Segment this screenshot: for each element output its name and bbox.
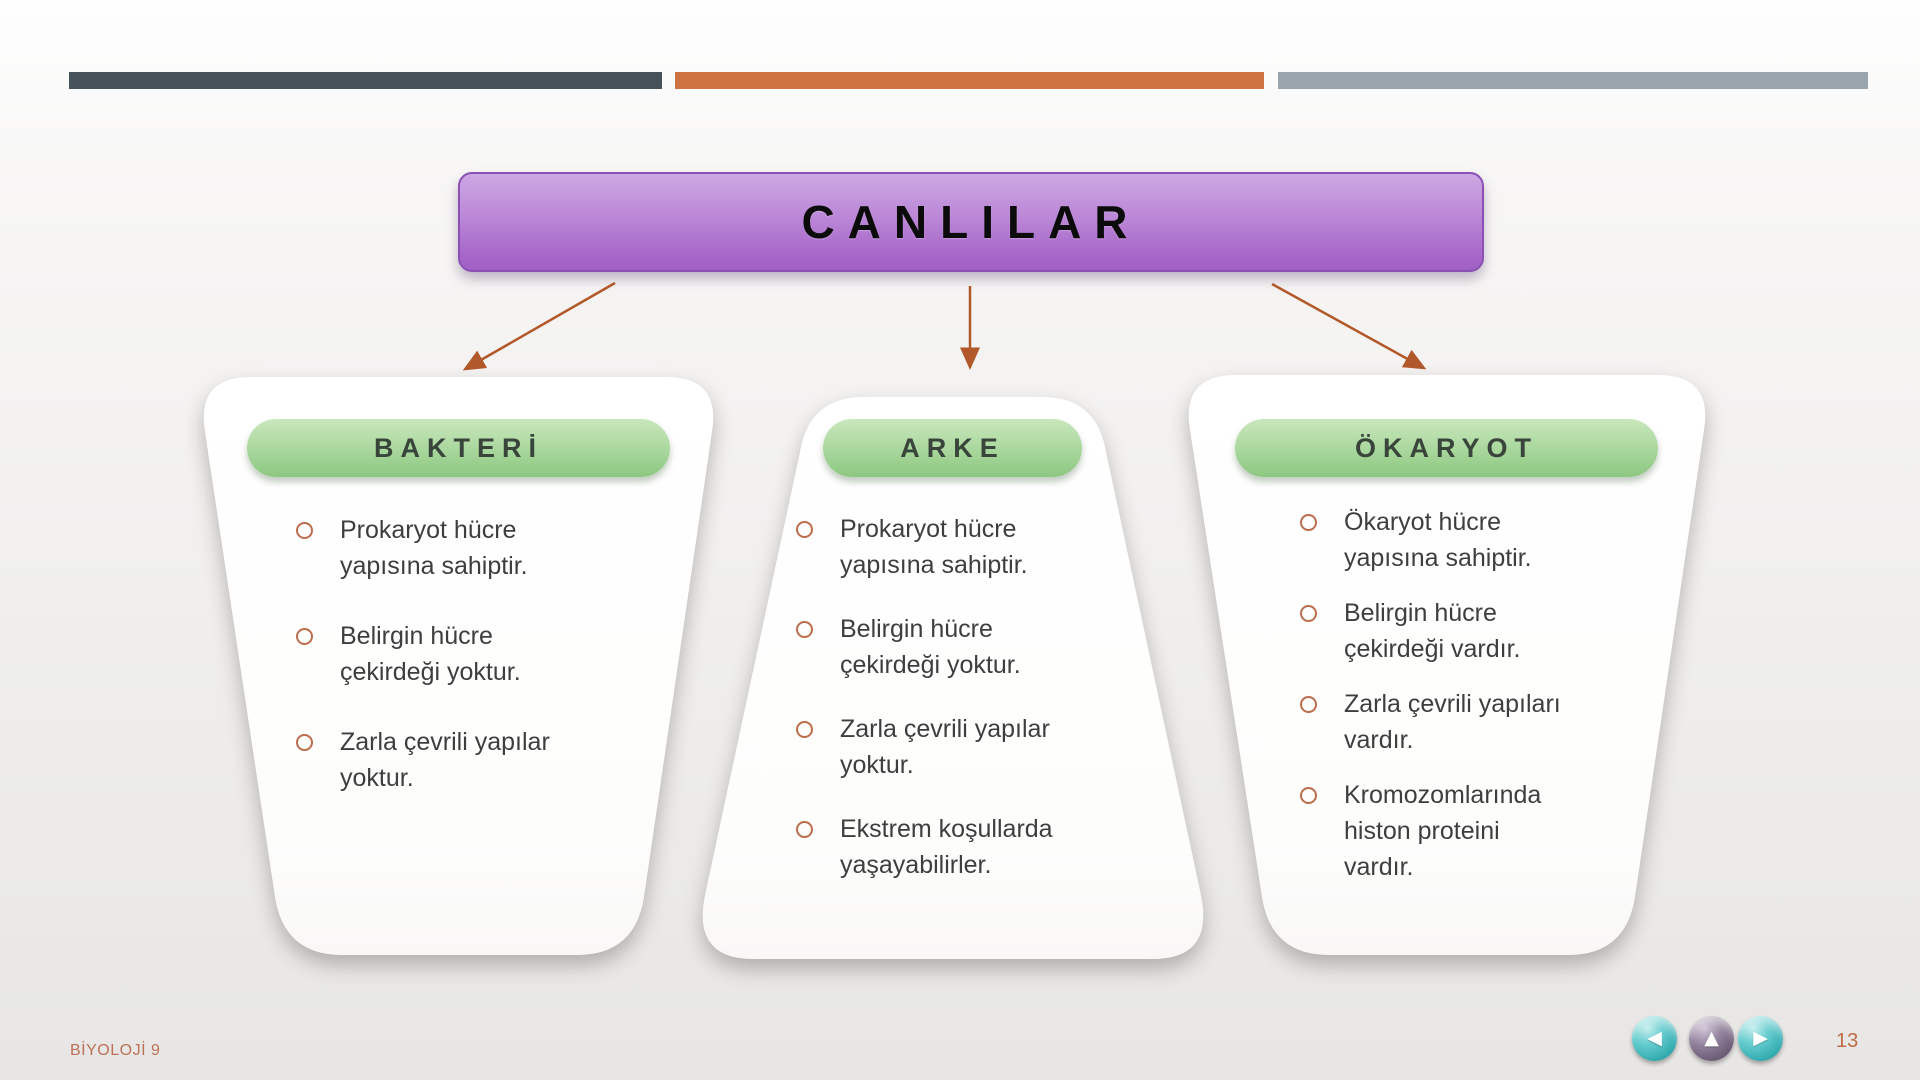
previous-slide-button[interactable]: ◀ — [1632, 1016, 1677, 1061]
card-header-arke: ARKE — [823, 419, 1082, 477]
circle-bullet-icon — [296, 628, 313, 645]
bullet-text: Zarla çevrili yapılar yoktur. — [340, 728, 550, 792]
card-shape-arke — [702, 397, 1204, 959]
circle-bullet-icon — [796, 721, 813, 738]
card-header-bakteri: BAKTERİ — [247, 419, 670, 477]
circle-bullet-icon — [1300, 514, 1317, 531]
circle-bullet-icon — [1300, 605, 1317, 622]
up-arrow-icon: ▲ — [1704, 1027, 1719, 1049]
bullet-text: Zarla çevrili yapıları vardır. — [1344, 690, 1561, 754]
bullet-text: Ökaryot hücre yapısına sahiptir. — [1344, 508, 1532, 572]
circle-bullet-icon — [796, 821, 813, 838]
list-item: Ekstrem koşullarda yaşayabilirler. — [796, 811, 1106, 883]
list-item: Kromozomlarında histon proteini vardır. — [1300, 777, 1620, 885]
circle-bullet-icon — [296, 522, 313, 539]
card-shape-bakteri — [203, 377, 714, 955]
page-title: CANLILAR — [801, 196, 1141, 248]
bullet-text: Prokaryot hücre yapısına sahiptir. — [340, 516, 528, 580]
bullet-list-bakteri: Prokaryot hücre yapısına sahiptir. Belir… — [296, 512, 606, 796]
bullet-list-arke: Prokaryot hücre yapısına sahiptir. Belir… — [796, 511, 1106, 883]
card-header-label: ARKE — [900, 432, 1005, 463]
card-header-label: BAKTERİ — [374, 432, 543, 463]
bullet-text: Belirgin hücre çekirdeği yoktur. — [340, 622, 521, 686]
top-bar-dark — [69, 72, 662, 89]
bullet-text: Zarla çevrili yapılar yoktur. — [840, 715, 1050, 779]
top-bar-orange — [675, 72, 1264, 89]
bullet-text: Prokaryot hücre yapısına sahiptir. — [840, 515, 1028, 579]
list-item: Belirgin hücre çekirdeği yoktur. — [296, 618, 606, 690]
previous-arrow-icon: ◀ — [1647, 1027, 1662, 1049]
bullet-text: Belirgin hücre çekirdeği vardır. — [1344, 599, 1521, 663]
arrow-to-bakteri — [462, 281, 616, 371]
top-bar-gray — [1278, 72, 1868, 89]
circle-bullet-icon — [796, 621, 813, 638]
card-header-label: ÖKARYOT — [1355, 432, 1538, 463]
circle-bullet-icon — [1300, 696, 1317, 713]
next-arrow-icon: ▶ — [1753, 1027, 1768, 1049]
next-slide-button[interactable]: ▶ — [1738, 1016, 1783, 1061]
home-slide-button[interactable]: ▲ — [1689, 1016, 1734, 1061]
card-header-okaryot: ÖKARYOT — [1235, 419, 1658, 477]
list-item: Zarla çevrili yapılar yoktur. — [296, 724, 606, 796]
list-item: Ökaryot hücre yapısına sahiptir. — [1300, 504, 1620, 576]
footer-course-label: BİYOLOJİ 9 — [70, 1042, 161, 1059]
list-item: Zarla çevrili yapıları vardır. — [1300, 686, 1620, 758]
bullet-text: Ekstrem koşullarda yaşayabilirler. — [840, 815, 1053, 879]
title-banner: CANLILAR — [458, 172, 1484, 272]
bullet-text: Kromozomlarında histon proteini vardır. — [1344, 781, 1542, 881]
bullet-list-okaryot: Ökaryot hücre yapısına sahiptir. Belirgi… — [1300, 504, 1620, 885]
circle-bullet-icon — [296, 734, 313, 751]
card-shape-okaryot — [1188, 375, 1706, 955]
list-item: Belirgin hücre çekirdeği yoktur. — [796, 611, 1106, 683]
circle-bullet-icon — [796, 521, 813, 538]
list-item: Belirgin hücre çekirdeği vardır. — [1300, 595, 1620, 667]
circle-bullet-icon — [1300, 787, 1317, 804]
list-item: Prokaryot hücre yapısına sahiptir. — [796, 511, 1106, 583]
bullet-text: Belirgin hücre çekirdeği yoktur. — [840, 615, 1021, 679]
arrow-to-okaryot — [1271, 282, 1427, 370]
page-number: 13 — [1836, 1030, 1859, 1052]
list-item: Prokaryot hücre yapısına sahiptir. — [296, 512, 606, 584]
list-item: Zarla çevrili yapılar yoktur. — [796, 711, 1106, 783]
